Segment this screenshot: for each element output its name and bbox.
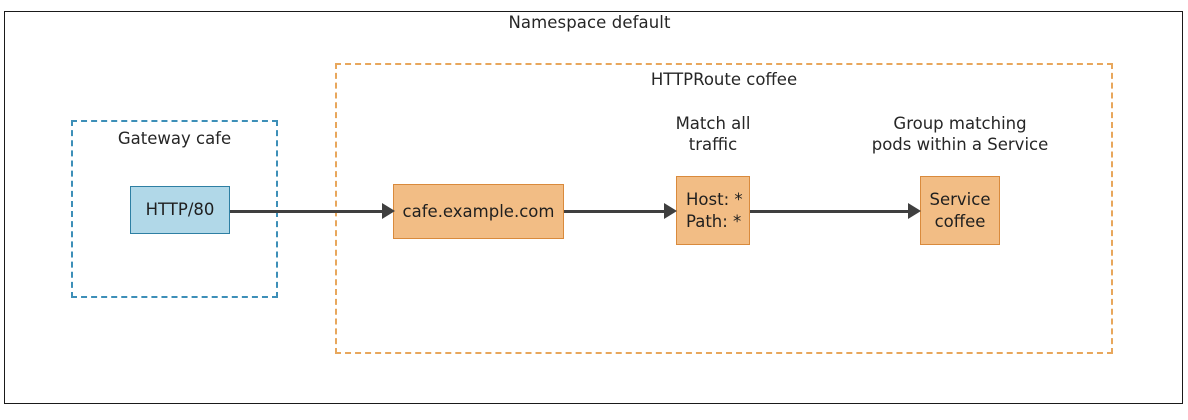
node-hostname-cafe-example-com[interactable]: cafe.example.com — [393, 184, 564, 239]
arrowhead-match-to-backend-icon — [908, 203, 921, 219]
httproute-container — [335, 63, 1113, 354]
node-backend-name-label: coffee — [934, 211, 986, 231]
node-match-host-line: Host: * — [686, 190, 743, 210]
edge-listener-to-hostname — [230, 209, 385, 213]
edge-match-to-backend — [750, 209, 910, 213]
httproute-label: HTTPRoute coffee — [650, 70, 798, 89]
caption-match-line2: traffic — [688, 135, 738, 155]
gateway-label: Gateway cafe — [117, 129, 232, 148]
caption-match-line1: Match all — [675, 114, 751, 133]
caption-backend-service: Group matching pods within a Service — [865, 113, 1055, 156]
edge-hostname-to-match — [564, 209, 667, 213]
node-match-path-line: Path: * — [686, 211, 742, 231]
caption-backend-line1: Group matching — [893, 114, 1027, 133]
arrowhead-hostname-to-match-icon — [664, 203, 677, 219]
node-listener-http80[interactable]: HTTP/80 — [130, 186, 230, 234]
gateway-container — [71, 120, 278, 298]
node-hostname-label: cafe.example.com — [402, 201, 555, 221]
arrowhead-listener-to-hostname-icon — [382, 203, 395, 219]
node-backend-service-coffee[interactable]: Service coffee — [920, 176, 1000, 245]
caption-backend-line2: pods within a Service — [871, 135, 1049, 155]
node-backend-kind-label: Service — [929, 190, 991, 210]
namespace-label: Namespace default — [508, 13, 671, 32]
caption-match-traffic: Match all traffic — [638, 113, 788, 156]
node-listener-label: HTTP/80 — [145, 200, 215, 220]
node-match-rules[interactable]: Host: * Path: * — [676, 176, 750, 245]
